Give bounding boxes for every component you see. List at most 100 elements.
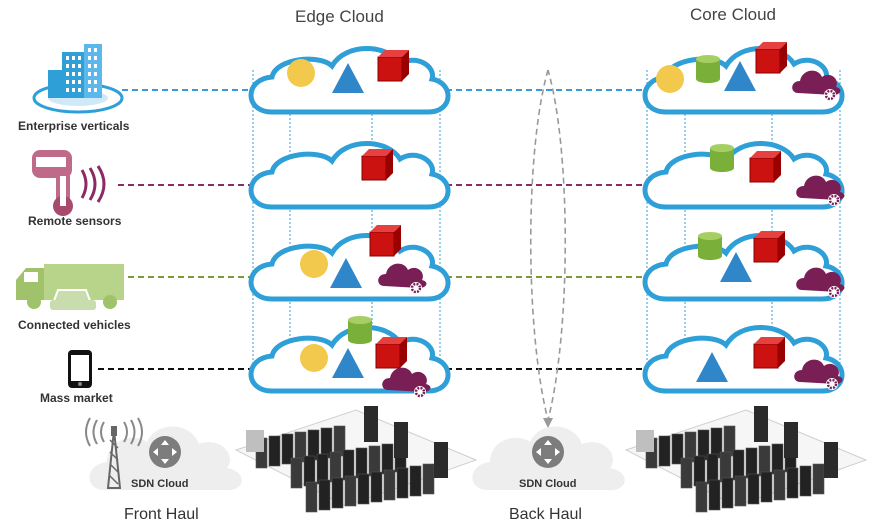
source-label-enterprise: Enterprise verticals (18, 119, 130, 133)
server-rack (381, 443, 394, 475)
edge-cloud-3 (248, 225, 451, 302)
server-rack (771, 443, 784, 475)
back-sdn-cloud (472, 426, 625, 491)
red-cube-icon (361, 155, 387, 181)
edge-cloud-2 (248, 141, 451, 210)
gear-cloud-icon (382, 367, 431, 392)
green-cylinder-icon (348, 320, 372, 340)
core-cloud-title: Core Cloud (690, 5, 776, 24)
blue-triangle-icon (330, 258, 362, 288)
server-rack (773, 469, 786, 501)
server-rack (329, 451, 342, 483)
server-rack (732, 449, 745, 481)
server-rack (318, 479, 331, 511)
server-rack (706, 453, 719, 485)
server-rack (786, 467, 799, 499)
red-cube-icon (369, 231, 395, 257)
storage-unit (636, 430, 654, 452)
blue-triangle-icon (724, 61, 756, 91)
server-rack (344, 475, 357, 507)
server-rack (342, 449, 355, 481)
cloud-outline (642, 141, 845, 210)
server-rack (268, 435, 281, 467)
backhaul-loop-arrow (529, 69, 567, 421)
yellow-circle-icon (300, 250, 328, 278)
gear-cloud-icon (796, 175, 845, 200)
server-rack (357, 473, 370, 505)
gear-cloud-icon (792, 70, 841, 95)
server-rack (747, 473, 760, 505)
blue-triangle-icon (332, 348, 364, 378)
server-rack (303, 455, 316, 487)
server-rack (383, 469, 396, 501)
server-cabinet (394, 422, 408, 458)
server-rack (745, 447, 758, 479)
red-cube-icon (377, 56, 403, 82)
server-cabinet (364, 406, 378, 442)
sdn-router-icon (532, 436, 564, 468)
backhaul-arrow-head (543, 418, 553, 428)
server-rack (331, 477, 344, 509)
server-rack (695, 481, 708, 513)
server-rack (355, 447, 368, 479)
server-rack (812, 463, 825, 495)
core-data-centre (624, 406, 868, 513)
enterprise-building-icon (32, 44, 124, 114)
core-cloud-4 (642, 325, 845, 394)
server-rack (693, 455, 706, 487)
server-rack (316, 453, 329, 485)
gear-cloud-icon (378, 263, 427, 288)
server-rack (799, 465, 812, 497)
server-rack (758, 445, 771, 477)
source-label-mass-market: Mass market (40, 391, 113, 405)
remote-sensor-icon (32, 150, 106, 216)
blue-triangle-icon (720, 252, 752, 282)
source-label-vehicles: Connected vehicles (18, 318, 131, 332)
red-cube-icon (749, 157, 775, 183)
server-rack (680, 457, 693, 489)
server-cabinet (434, 442, 448, 478)
yellow-circle-icon (287, 59, 315, 87)
sdn-label-front: SDN Cloud (131, 478, 189, 490)
blue-triangle-icon (332, 63, 364, 93)
core-cloud-2 (642, 141, 845, 210)
server-rack (305, 481, 318, 513)
sdn-label-back: SDN Cloud (519, 478, 577, 490)
server-cabinet (754, 406, 768, 442)
green-cylinder-icon (710, 148, 734, 168)
back-haul-label: Back Haul (509, 506, 582, 523)
server-rack (760, 471, 773, 503)
server-rack (719, 451, 732, 483)
cloud-outline (248, 141, 451, 210)
server-rack (290, 457, 303, 489)
server-rack (708, 479, 721, 511)
server-rack (721, 477, 734, 509)
gear-cloud-icon (794, 359, 843, 384)
red-cube-icon (755, 48, 781, 74)
server-rack (671, 433, 684, 465)
yellow-circle-icon (656, 65, 684, 93)
server-rack (409, 465, 422, 497)
source-label-sensors: Remote sensors (28, 214, 122, 228)
server-cabinet (824, 442, 838, 478)
smartphone-icon (68, 350, 92, 388)
edge-data-centre (234, 406, 478, 513)
server-rack (734, 475, 747, 507)
sdn-router-icon (149, 436, 181, 468)
green-cylinder-icon (698, 236, 722, 256)
edge-cloud-title: Edge Cloud (295, 7, 384, 26)
cloud-outline (642, 325, 845, 394)
red-cube-icon (753, 237, 779, 263)
core-cloud-1 (642, 42, 845, 115)
edge-cloud-4 (248, 316, 451, 398)
green-cylinder-icon (696, 59, 720, 79)
server-rack (281, 433, 294, 465)
front-haul-label: Front Haul (124, 506, 199, 523)
core-cloud-3 (642, 231, 845, 302)
storage-unit (246, 430, 264, 452)
server-cabinet (784, 422, 798, 458)
server-rack (368, 445, 381, 477)
server-rack (422, 463, 435, 495)
